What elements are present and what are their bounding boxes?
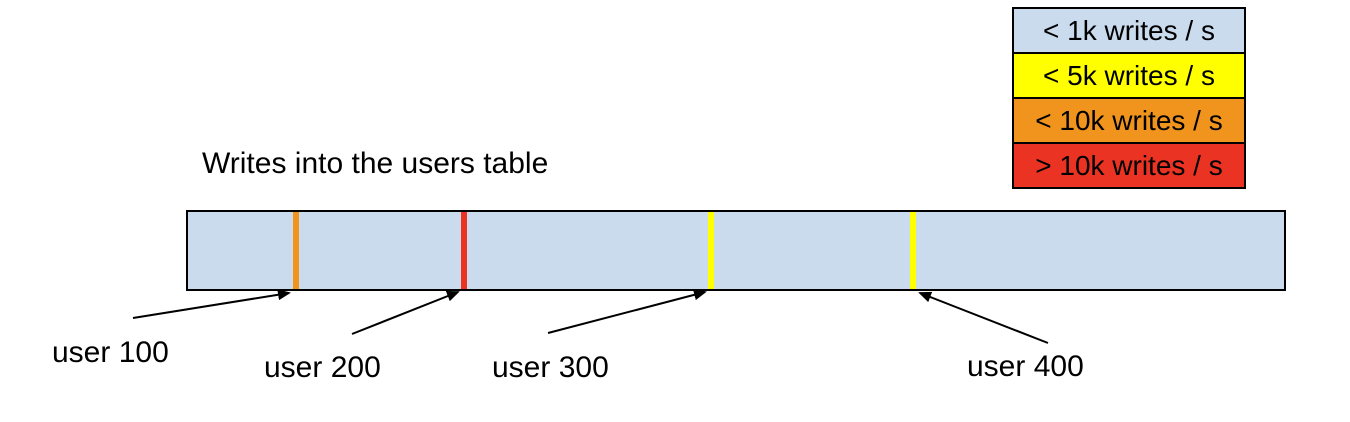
legend-item-lt-10k: < 10k writes / s — [1012, 97, 1246, 144]
label-user-100: user 100 — [52, 336, 169, 369]
label-user-300: user 300 — [492, 351, 609, 384]
legend: < 1k writes / s < 5k writes / s < 10k wr… — [1012, 7, 1246, 189]
hotspot-stripe-user-200 — [461, 212, 467, 289]
hotspot-stripe-user-400 — [910, 212, 916, 289]
hotspot-stripe-user-300 — [708, 212, 714, 289]
legend-item-gt-10k: > 10k writes / s — [1012, 142, 1246, 189]
arrow-user-200 — [351, 290, 460, 335]
legend-item-lt-1k: < 1k writes / s — [1012, 7, 1246, 54]
label-user-200: user 200 — [264, 351, 381, 384]
arrow-user-100 — [132, 289, 291, 319]
diagram-title: Writes into the users table — [202, 147, 549, 180]
label-user-400: user 400 — [967, 350, 1084, 383]
hotspot-stripe-user-100 — [293, 212, 299, 289]
legend-item-lt-5k: < 5k writes / s — [1012, 52, 1246, 99]
arrow-user-400 — [918, 291, 1049, 344]
arrow-user-300 — [547, 289, 707, 334]
users-table-bar — [186, 210, 1286, 291]
